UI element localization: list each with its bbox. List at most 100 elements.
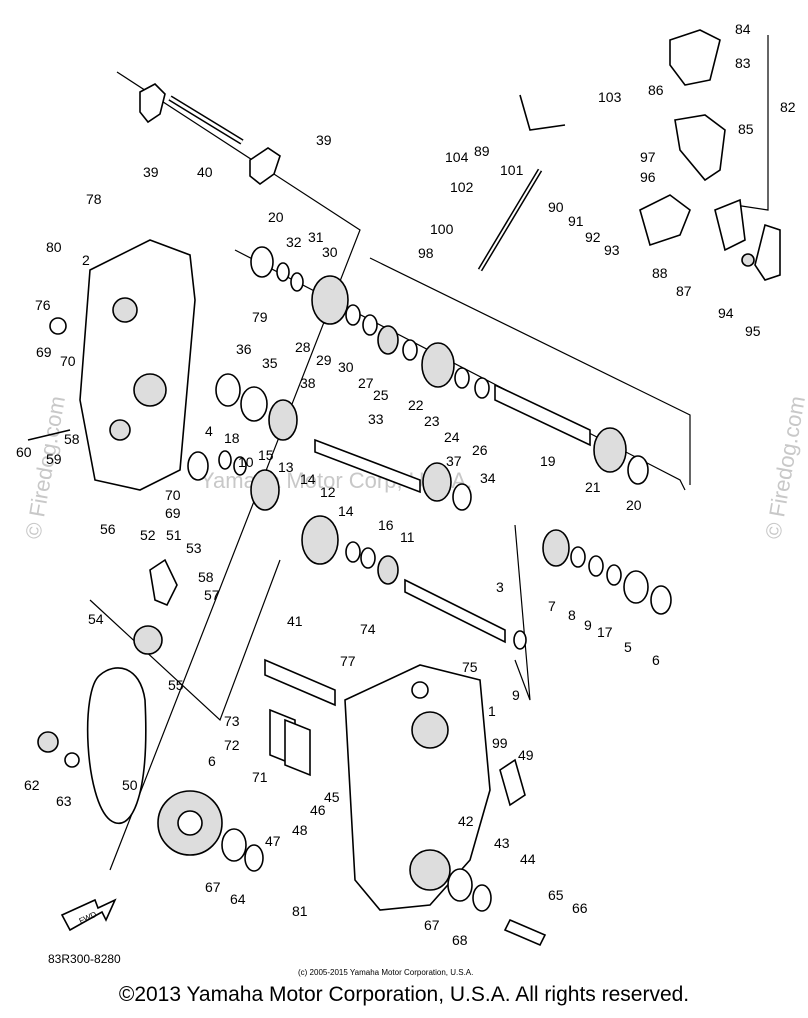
callout-71: 71: [252, 769, 268, 785]
callout-46: 46: [310, 802, 326, 818]
callout-70a: 70: [60, 353, 76, 369]
callout-23: 23: [424, 413, 440, 429]
callout-63: 63: [56, 793, 72, 809]
callout-29: 29: [316, 352, 332, 368]
callout-15: 15: [258, 447, 274, 463]
fwd-arrow-icon: FWD: [60, 898, 117, 932]
callout-28: 28: [295, 339, 311, 355]
callout-32: 32: [286, 234, 302, 250]
callout-67a: 67: [205, 879, 221, 895]
callout-30a: 30: [322, 244, 338, 260]
callout-43: 43: [494, 835, 510, 851]
callout-5: 5: [624, 639, 632, 655]
callout-104: 104: [445, 149, 469, 165]
callout-75: 75: [462, 659, 478, 675]
callout-51: 51: [166, 527, 182, 543]
callout-66: 66: [572, 900, 588, 916]
callout-97: 97: [640, 149, 656, 165]
callout-57: 57: [204, 587, 220, 603]
callout-64: 64: [230, 891, 246, 907]
callout-87: 87: [676, 283, 692, 299]
callout-55: 55: [168, 677, 184, 693]
callout-101: 101: [500, 162, 524, 178]
callout-91: 91: [568, 213, 584, 229]
callout-103: 103: [598, 89, 622, 105]
callout-7: 7: [548, 598, 556, 614]
callout-49: 49: [518, 747, 534, 763]
callout-6b: 6: [208, 753, 216, 769]
callout-80: 80: [46, 239, 62, 255]
callout-41: 41: [287, 613, 303, 629]
watermark-left: © Firedog.com: [20, 394, 70, 541]
callout-30b: 30: [338, 359, 354, 375]
callout-62: 62: [24, 777, 40, 793]
callout-21: 21: [585, 479, 601, 495]
callout-40: 40: [197, 164, 213, 180]
callout-94: 94: [718, 305, 734, 321]
callout-12: 12: [320, 484, 336, 500]
callout-25: 25: [373, 387, 389, 403]
callout-67b: 67: [424, 917, 440, 933]
callout-36: 36: [236, 341, 252, 357]
footer-copyright: ©2013 Yamaha Motor Corporation, U.S.A. A…: [118, 983, 690, 1006]
callout-9b: 9: [512, 687, 520, 703]
callout-58a: 58: [64, 431, 80, 447]
callout-60: 60: [16, 444, 32, 460]
callout-6a: 6: [652, 652, 660, 668]
callout-14b: 14: [338, 503, 354, 519]
callout-84: 84: [735, 21, 751, 37]
callout-93: 93: [604, 242, 620, 258]
callout-70b: 70: [165, 487, 181, 503]
chain-sprocket: [37, 558, 264, 872]
callout-20a: 20: [268, 209, 284, 225]
callout-39b: 39: [316, 132, 332, 148]
callout-54: 54: [88, 611, 104, 627]
callout-68: 68: [452, 932, 468, 948]
callout-78: 78: [86, 191, 102, 207]
callout-59: 59: [46, 451, 62, 467]
callout-73: 73: [224, 713, 240, 729]
callout-9a: 9: [584, 617, 592, 633]
shift-forks: [139, 83, 281, 186]
callout-56: 56: [100, 521, 116, 537]
callout-74: 74: [360, 621, 376, 637]
callout-31: 31: [308, 229, 324, 245]
callout-27: 27: [358, 375, 374, 391]
callout-10: 10: [238, 454, 254, 470]
callout-45: 45: [324, 789, 340, 805]
callout-42: 42: [458, 813, 474, 829]
shift-linkage: [477, 29, 781, 281]
callout-102: 102: [450, 179, 474, 195]
callout-79: 79: [252, 309, 268, 325]
callout-16: 16: [378, 517, 394, 533]
callout-52: 52: [140, 527, 156, 543]
callout-69b: 69: [165, 505, 181, 521]
callout-85: 85: [738, 121, 754, 137]
callout-69a: 69: [36, 344, 52, 360]
callout-20b: 20: [626, 497, 642, 513]
callout-95: 95: [745, 323, 761, 339]
callout-13: 13: [278, 459, 294, 475]
callout-33: 33: [368, 411, 384, 427]
callout-83: 83: [735, 55, 751, 71]
callout-34: 34: [480, 470, 496, 486]
callout-38: 38: [300, 375, 316, 391]
small-copyright: (c) 2005-2015 Yamaha Motor Corporation, …: [298, 968, 473, 977]
callout-labels: 84 83 82 103 86 85 104 89 101 97 96 90 9…: [16, 21, 796, 948]
middle-shaft-parts: [187, 373, 527, 650]
callout-92: 92: [585, 229, 601, 245]
callout-26: 26: [472, 442, 488, 458]
callout-53: 53: [186, 540, 202, 556]
callout-100: 100: [430, 221, 454, 237]
callout-81: 81: [292, 903, 308, 919]
callout-1: 1: [488, 703, 496, 719]
callout-18: 18: [224, 430, 240, 446]
callout-11: 11: [400, 529, 415, 545]
left-case-cover: [27, 239, 196, 491]
callout-89: 89: [474, 143, 490, 159]
callout-88: 88: [652, 265, 668, 281]
callout-4: 4: [205, 423, 213, 439]
callout-90: 90: [548, 199, 564, 215]
callout-86: 86: [648, 82, 664, 98]
